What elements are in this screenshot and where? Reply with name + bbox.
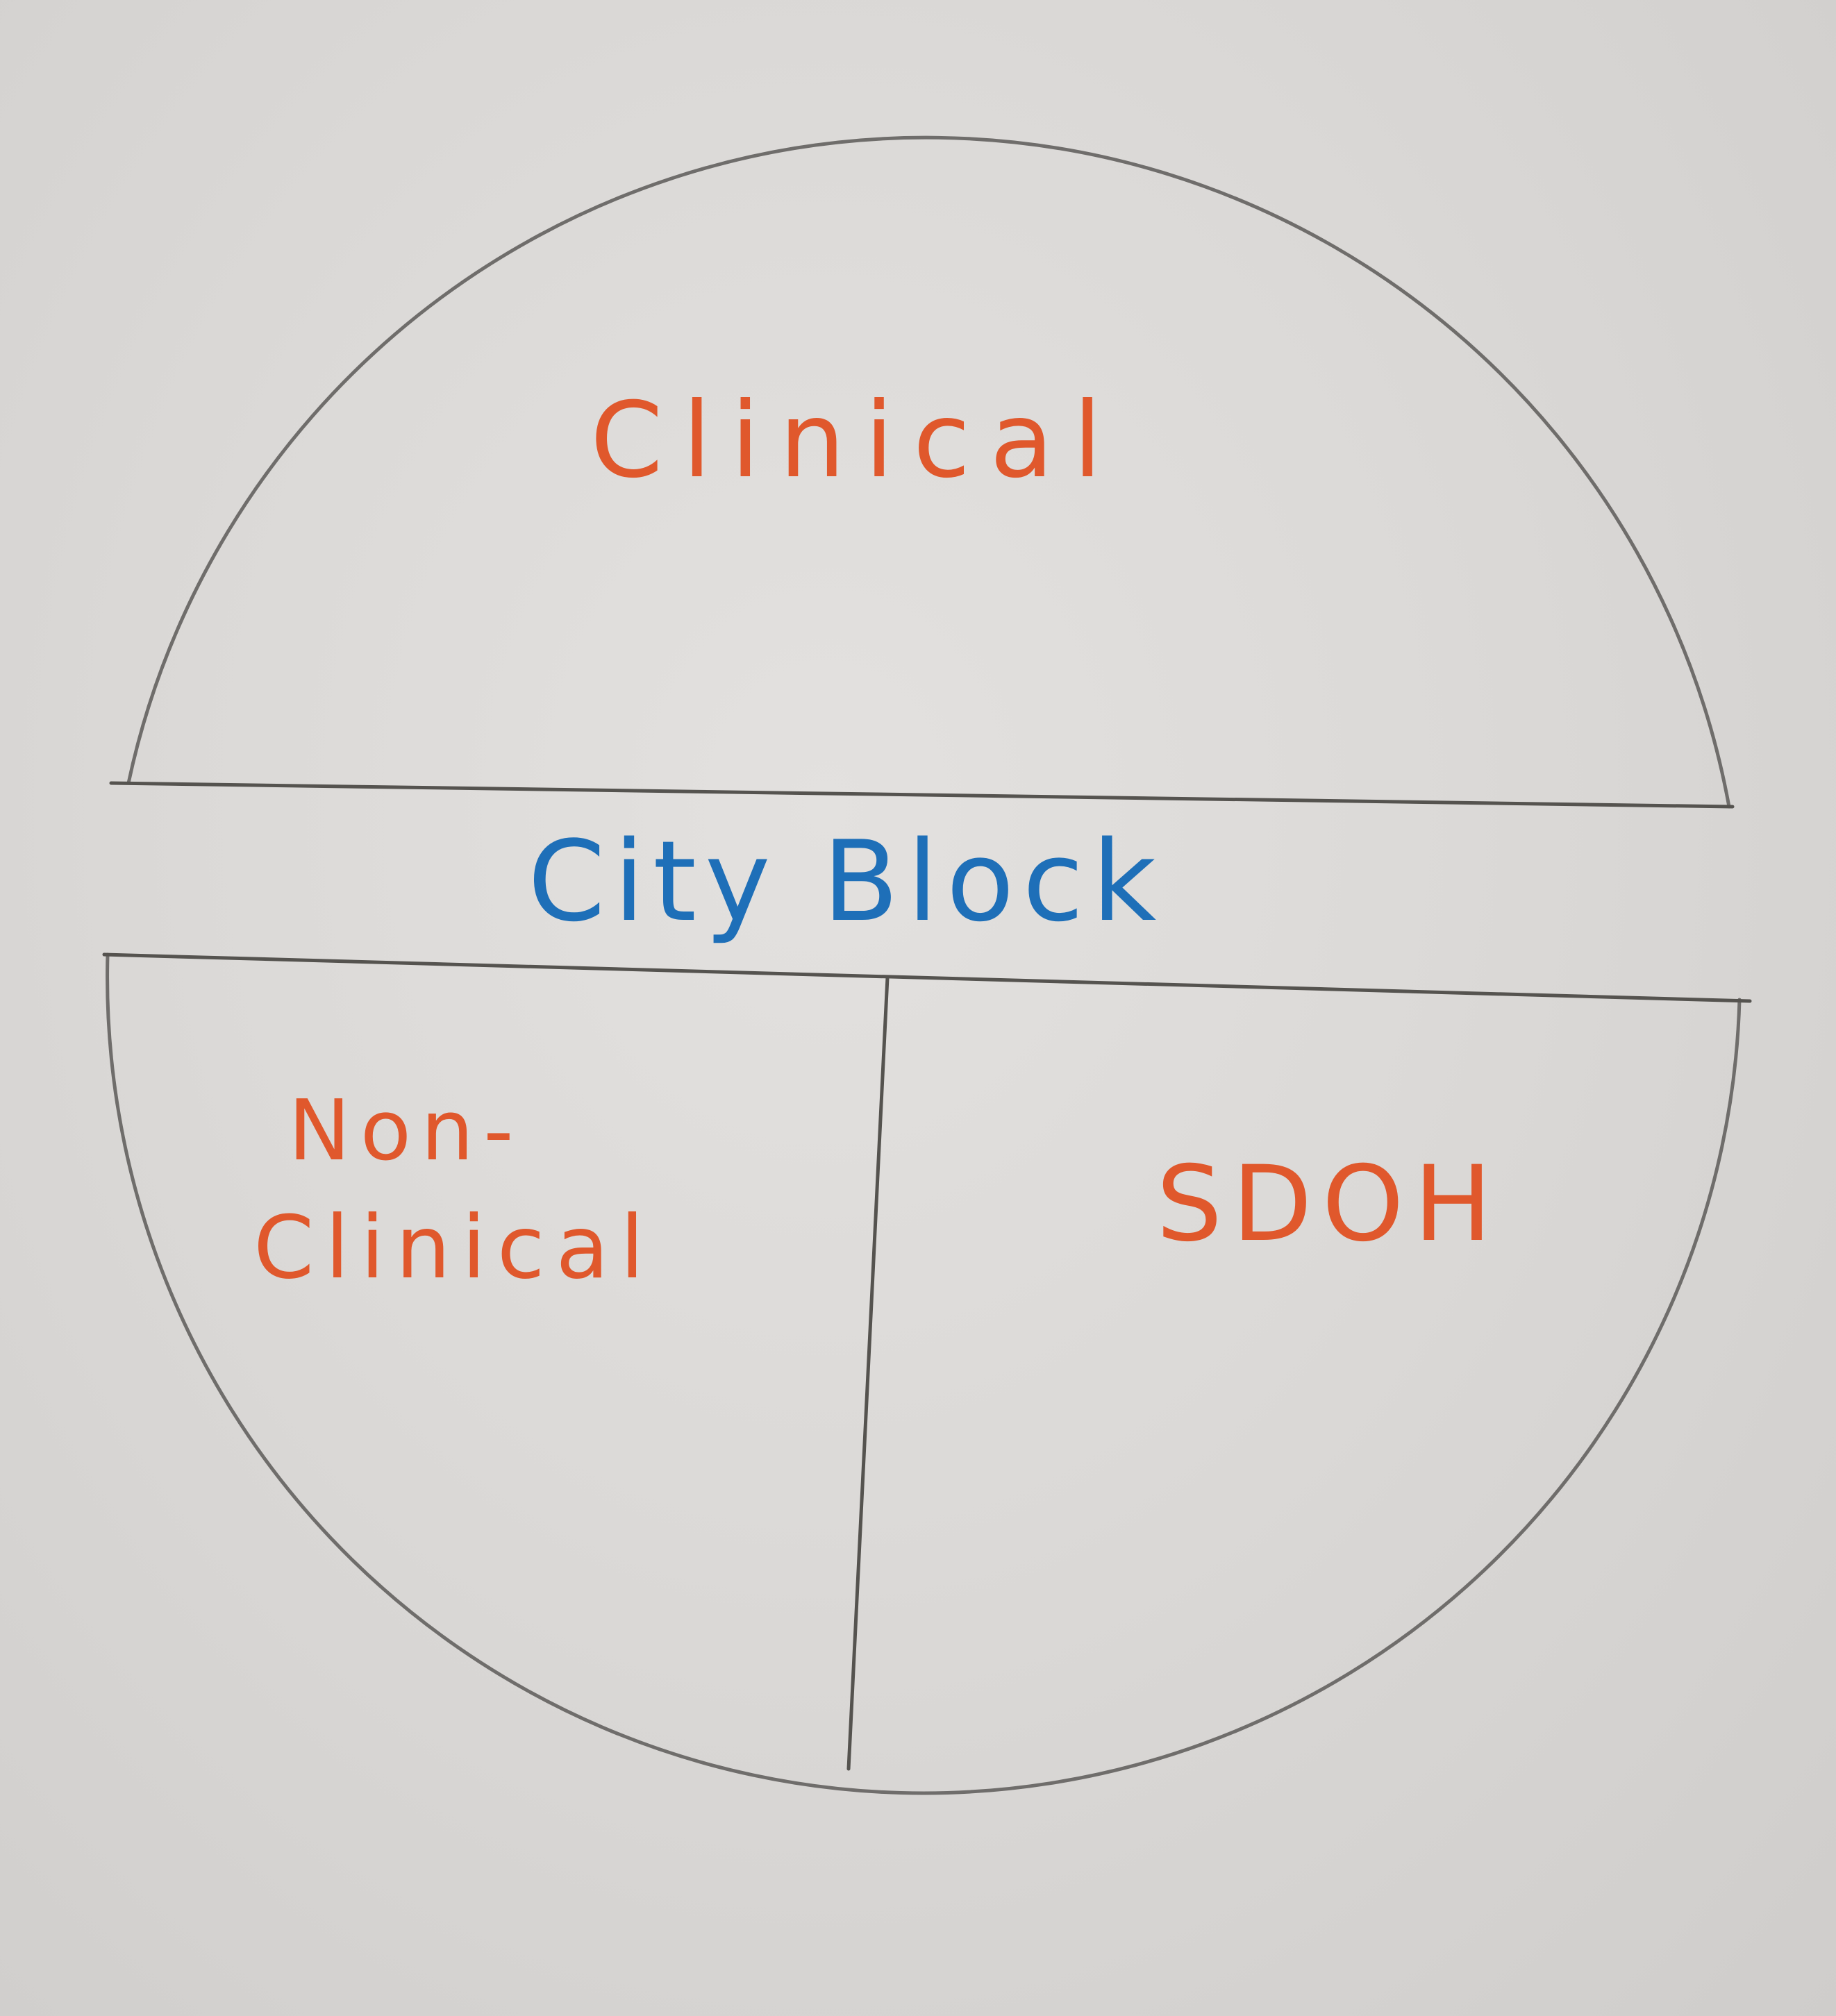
sdoh-section-label: SDOH bbox=[1156, 1144, 1502, 1265]
upper-divider-line bbox=[109, 781, 1735, 809]
circle-lower-arc bbox=[106, 952, 1742, 1795]
clinical-section-label: Clinical bbox=[590, 380, 1121, 501]
vertical-divider-line bbox=[846, 975, 890, 1771]
lower-divider-line bbox=[102, 952, 1752, 1003]
non-clinical-section-label-line1: Non- bbox=[288, 1083, 524, 1179]
circle-upper-arc bbox=[126, 135, 1731, 809]
city-block-center-label: City Block bbox=[528, 816, 1165, 946]
non-clinical-section-label-line2: Clinical bbox=[253, 1198, 656, 1298]
